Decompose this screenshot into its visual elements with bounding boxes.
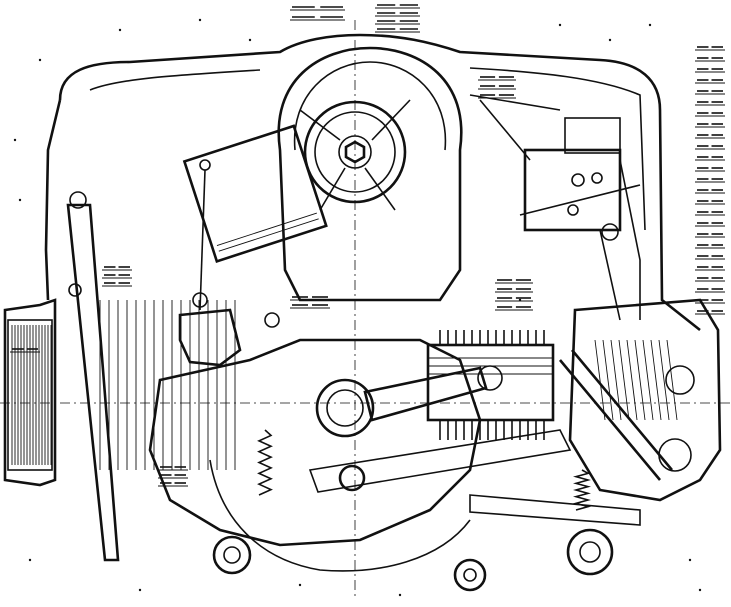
head-fin bbox=[634, 339, 646, 421]
connecting-rod bbox=[315, 365, 503, 438]
scan-speck bbox=[688, 558, 692, 562]
fan-spokes bbox=[299, 99, 411, 211]
crankcase-body bbox=[148, 338, 482, 547]
spring-right bbox=[573, 469, 591, 511]
fan-housing-inner bbox=[293, 61, 447, 151]
scan-speck bbox=[608, 38, 612, 42]
scan-speck bbox=[18, 198, 22, 202]
left-cylinder-head bbox=[3, 298, 57, 487]
breather bbox=[264, 312, 280, 328]
scan-speck bbox=[13, 138, 17, 142]
head-fin bbox=[594, 339, 606, 421]
left-pushrod-joint bbox=[68, 283, 82, 297]
head-fin bbox=[650, 339, 662, 421]
right-head-fins bbox=[594, 339, 678, 421]
left-pushrod-top bbox=[69, 191, 87, 209]
scan-speck bbox=[38, 58, 42, 62]
generator-housing bbox=[182, 124, 328, 263]
throttle-linkage bbox=[469, 94, 641, 216]
oil-pump-arm bbox=[308, 429, 641, 526]
scan-speck bbox=[518, 298, 522, 302]
right-cylinder-head bbox=[559, 298, 722, 502]
scan-speck bbox=[398, 593, 402, 597]
annotation-marks-right bbox=[695, 46, 725, 315]
head-fin bbox=[610, 339, 622, 421]
head-fin bbox=[618, 339, 630, 421]
head-fin bbox=[658, 339, 670, 421]
scan-speck bbox=[298, 583, 302, 587]
bottom-pulley-left bbox=[212, 535, 252, 575]
scan-speck bbox=[118, 28, 122, 32]
shroud-left-wall bbox=[44, 99, 62, 301]
shroud-inner-line bbox=[89, 67, 646, 231]
left-pushrod-tube bbox=[66, 203, 120, 562]
scan-speck bbox=[698, 588, 702, 592]
crankcase-lower bbox=[209, 459, 471, 572]
scan-speck bbox=[138, 588, 142, 592]
spring-coil bbox=[573, 469, 591, 511]
scan-speck bbox=[28, 558, 32, 562]
scan-speck bbox=[198, 18, 202, 22]
annotation-marks-top bbox=[290, 4, 420, 33]
spring-coil bbox=[257, 429, 273, 496]
head-fin bbox=[626, 339, 638, 421]
right-cylinder-fins bbox=[439, 330, 545, 440]
bottom-pulley-right bbox=[566, 528, 614, 576]
head-fin bbox=[666, 339, 678, 421]
annotation-marks-center bbox=[10, 76, 533, 487]
oil-pump-gear bbox=[338, 464, 366, 492]
bottom-pulley-center bbox=[453, 558, 487, 592]
head-fin bbox=[642, 339, 654, 421]
scan-speck bbox=[558, 23, 562, 27]
fan-shroud-outline bbox=[58, 33, 701, 332]
right-piston bbox=[426, 343, 555, 422]
fan-housing bbox=[277, 46, 463, 302]
spring-left bbox=[257, 429, 273, 496]
scan-specks bbox=[13, 18, 702, 597]
rocker-pivot bbox=[665, 365, 695, 395]
left-cylinder-fins bbox=[11, 300, 236, 470]
carburetor-assembly bbox=[523, 117, 641, 321]
valve-stem bbox=[559, 349, 673, 481]
head-fin bbox=[602, 339, 614, 421]
scan-speck bbox=[648, 23, 652, 27]
distributor bbox=[178, 159, 242, 367]
valve-spring bbox=[658, 438, 692, 472]
scan-speck bbox=[248, 38, 252, 42]
